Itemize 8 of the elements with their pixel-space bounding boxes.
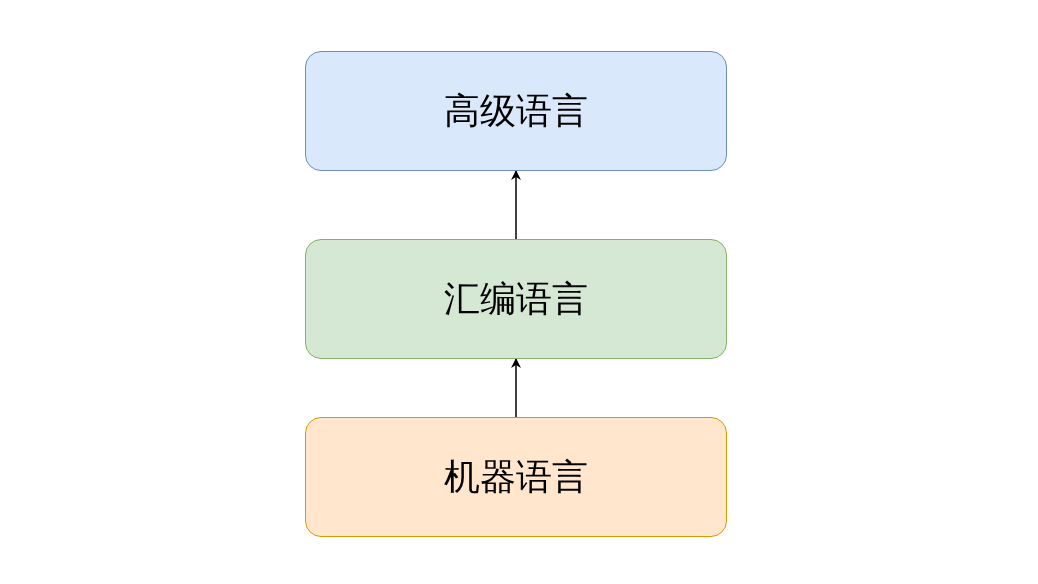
box-label: 机器语言	[444, 454, 588, 499]
arrow	[511, 170, 521, 240]
process-box	[305, 417, 727, 537]
process-box	[305, 239, 727, 359]
process-box	[305, 51, 727, 171]
arrow	[511, 358, 521, 418]
box-label: 高级语言	[444, 88, 588, 133]
box-label: 汇编语言	[444, 276, 588, 321]
